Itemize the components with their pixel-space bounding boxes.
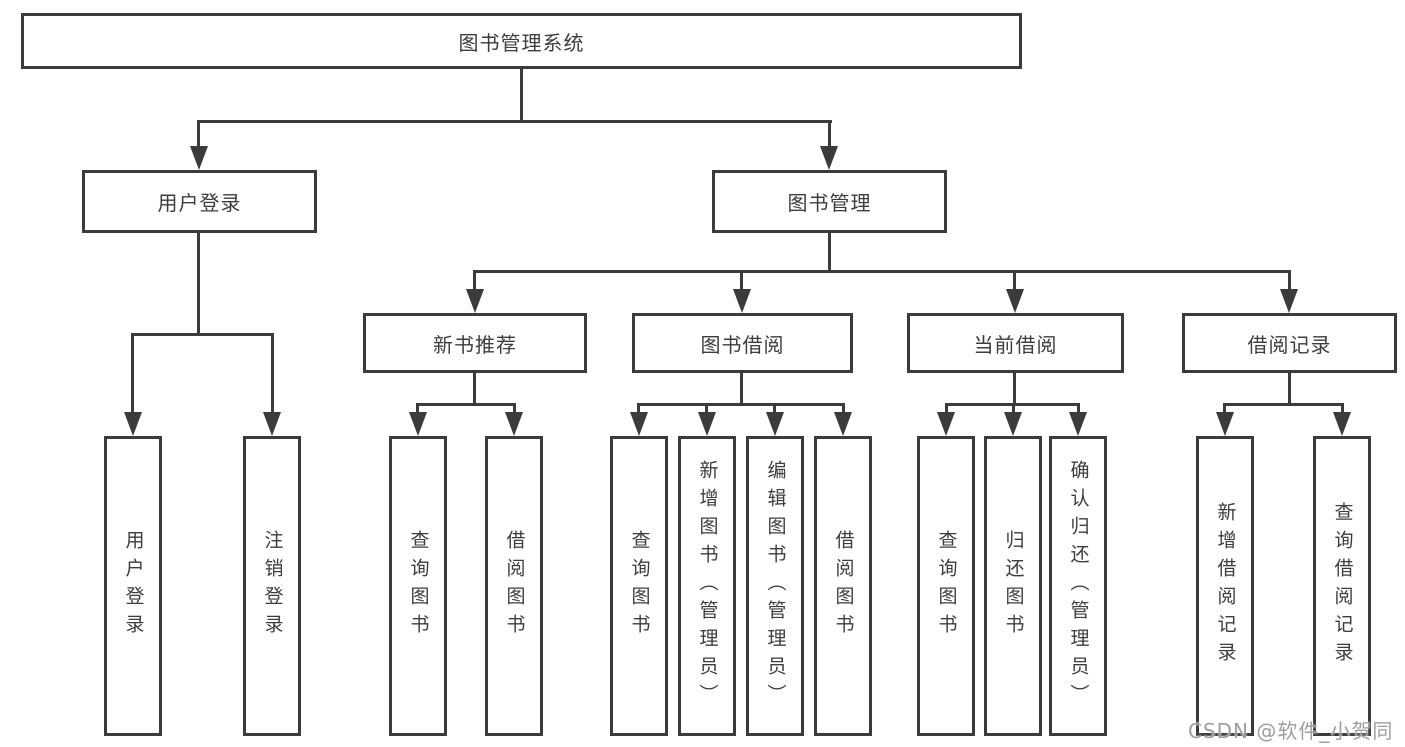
- connector-line: [1223, 403, 1226, 416]
- node-borrow-records: 借阅记录: [1182, 313, 1397, 373]
- leaf-add-borrow-record: 新增借阅记录: [1196, 436, 1254, 736]
- node-label: 当前借阅: [973, 332, 1058, 357]
- arrowhead-down-icon: [1280, 289, 1298, 313]
- arrowhead-down-icon: [1216, 412, 1234, 436]
- node-label: 图书管理系统: [458, 30, 585, 55]
- connector-line: [131, 333, 274, 336]
- connector-line: [197, 233, 200, 335]
- connector-line: [740, 373, 743, 406]
- arrowhead-down-icon: [1006, 289, 1024, 313]
- leaf-add-book-admin: 新增图书（管理员）: [678, 436, 736, 736]
- connector-line: [1288, 270, 1291, 293]
- connector-line: [197, 120, 200, 150]
- leaf-label: 查询图书: [407, 530, 430, 642]
- leaf-label: 注销登录: [261, 530, 284, 642]
- connector-line: [828, 120, 831, 150]
- connector-line: [520, 68, 523, 123]
- arrowhead-down-icon: [733, 289, 751, 313]
- connector-line: [637, 403, 640, 416]
- connector-line: [740, 270, 743, 293]
- node-label: 图书管理: [787, 191, 872, 215]
- leaf-label: 编辑图书（管理员）: [764, 460, 787, 712]
- arrowhead-down-icon: [505, 412, 523, 436]
- connector-line: [473, 270, 476, 293]
- leaf-query-borrow-record: 查询借阅记录: [1313, 436, 1371, 736]
- arrowhead-down-icon: [1333, 412, 1351, 436]
- connector-line: [131, 333, 134, 416]
- connector-line: [1013, 270, 1016, 293]
- node-library-management-system: 图书管理系统: [21, 13, 1022, 69]
- node-new-book-recommend: 新书推荐: [363, 313, 587, 373]
- leaf-label: 新增借阅记录: [1214, 502, 1237, 670]
- arrowhead-down-icon: [409, 412, 427, 436]
- node-book-management: 图书管理: [712, 170, 947, 233]
- leaf-query-books-borrow: 查询图书: [610, 436, 668, 736]
- connector-line: [1012, 403, 1015, 416]
- connector-line: [1341, 403, 1344, 416]
- node-label: 图书借阅: [700, 332, 785, 357]
- connector-line: [705, 403, 708, 416]
- leaf-label: 查询图书: [935, 530, 958, 642]
- arrowhead-down-icon: [1069, 412, 1087, 436]
- connector-line: [1288, 373, 1291, 406]
- connector-line: [271, 333, 274, 416]
- leaf-borrow-books-recommend: 借阅图书: [485, 436, 543, 736]
- connector-line: [828, 233, 831, 273]
- connector-line: [473, 373, 476, 406]
- node-book-borrow: 图书借阅: [632, 313, 853, 373]
- arrowhead-down-icon: [263, 412, 281, 436]
- leaf-label: 归还图书: [1002, 530, 1025, 642]
- arrowhead-down-icon: [466, 289, 484, 313]
- leaf-label: 借阅图书: [503, 530, 526, 642]
- connector-line: [637, 403, 845, 406]
- arrowhead-down-icon: [937, 412, 955, 436]
- connector-line: [198, 120, 832, 123]
- leaf-label: 查询借阅记录: [1331, 502, 1354, 670]
- leaf-label: 确认归还（管理员）: [1067, 460, 1090, 712]
- arrowhead-down-icon: [1004, 412, 1022, 436]
- arrowhead-down-icon: [124, 412, 142, 436]
- connector-line: [773, 403, 776, 416]
- arrowhead-down-icon: [630, 412, 648, 436]
- node-label: 新书推荐: [433, 332, 517, 357]
- node-label: 用户登录: [157, 191, 242, 215]
- arrowhead-down-icon: [820, 146, 838, 170]
- connector-line: [513, 403, 516, 416]
- leaf-borrow-books-2: 借阅图书: [814, 436, 872, 736]
- leaf-logout: 注销登录: [243, 436, 301, 736]
- leaf-label: 查询图书: [628, 530, 651, 642]
- leaf-confirm-return-admin: 确认归还（管理员）: [1049, 436, 1107, 736]
- connector-line: [842, 403, 845, 416]
- node-user-login: 用户登录: [82, 170, 317, 233]
- arrowhead-down-icon: [834, 412, 852, 436]
- arrowhead-down-icon: [698, 412, 716, 436]
- leaf-return-book: 归还图书: [984, 436, 1042, 736]
- leaf-label: 借阅图书: [832, 530, 855, 642]
- arrowhead-down-icon: [766, 412, 784, 436]
- leaf-user-login: 用户登录: [104, 436, 162, 736]
- leaf-edit-book-admin: 编辑图书（管理员）: [746, 436, 804, 736]
- watermark-csdn: CSDN @软件_小贺同学: [1188, 719, 1394, 743]
- node-label: 借阅记录: [1247, 332, 1332, 357]
- connector-line: [416, 403, 516, 406]
- connector-line: [1077, 403, 1080, 416]
- leaf-query-books-current: 查询图书: [917, 436, 975, 736]
- connector-line: [473, 270, 1291, 273]
- leaf-label: 新增图书（管理员）: [696, 460, 719, 712]
- arrowhead-down-icon: [190, 146, 208, 170]
- connector-line: [1223, 403, 1344, 406]
- connector-line: [945, 403, 948, 416]
- connector-line: [1013, 373, 1016, 406]
- leaf-label: 用户登录: [122, 530, 145, 642]
- node-current-borrow: 当前借阅: [907, 313, 1124, 373]
- leaf-query-books-recommend: 查询图书: [389, 436, 447, 736]
- connector-line: [416, 403, 419, 416]
